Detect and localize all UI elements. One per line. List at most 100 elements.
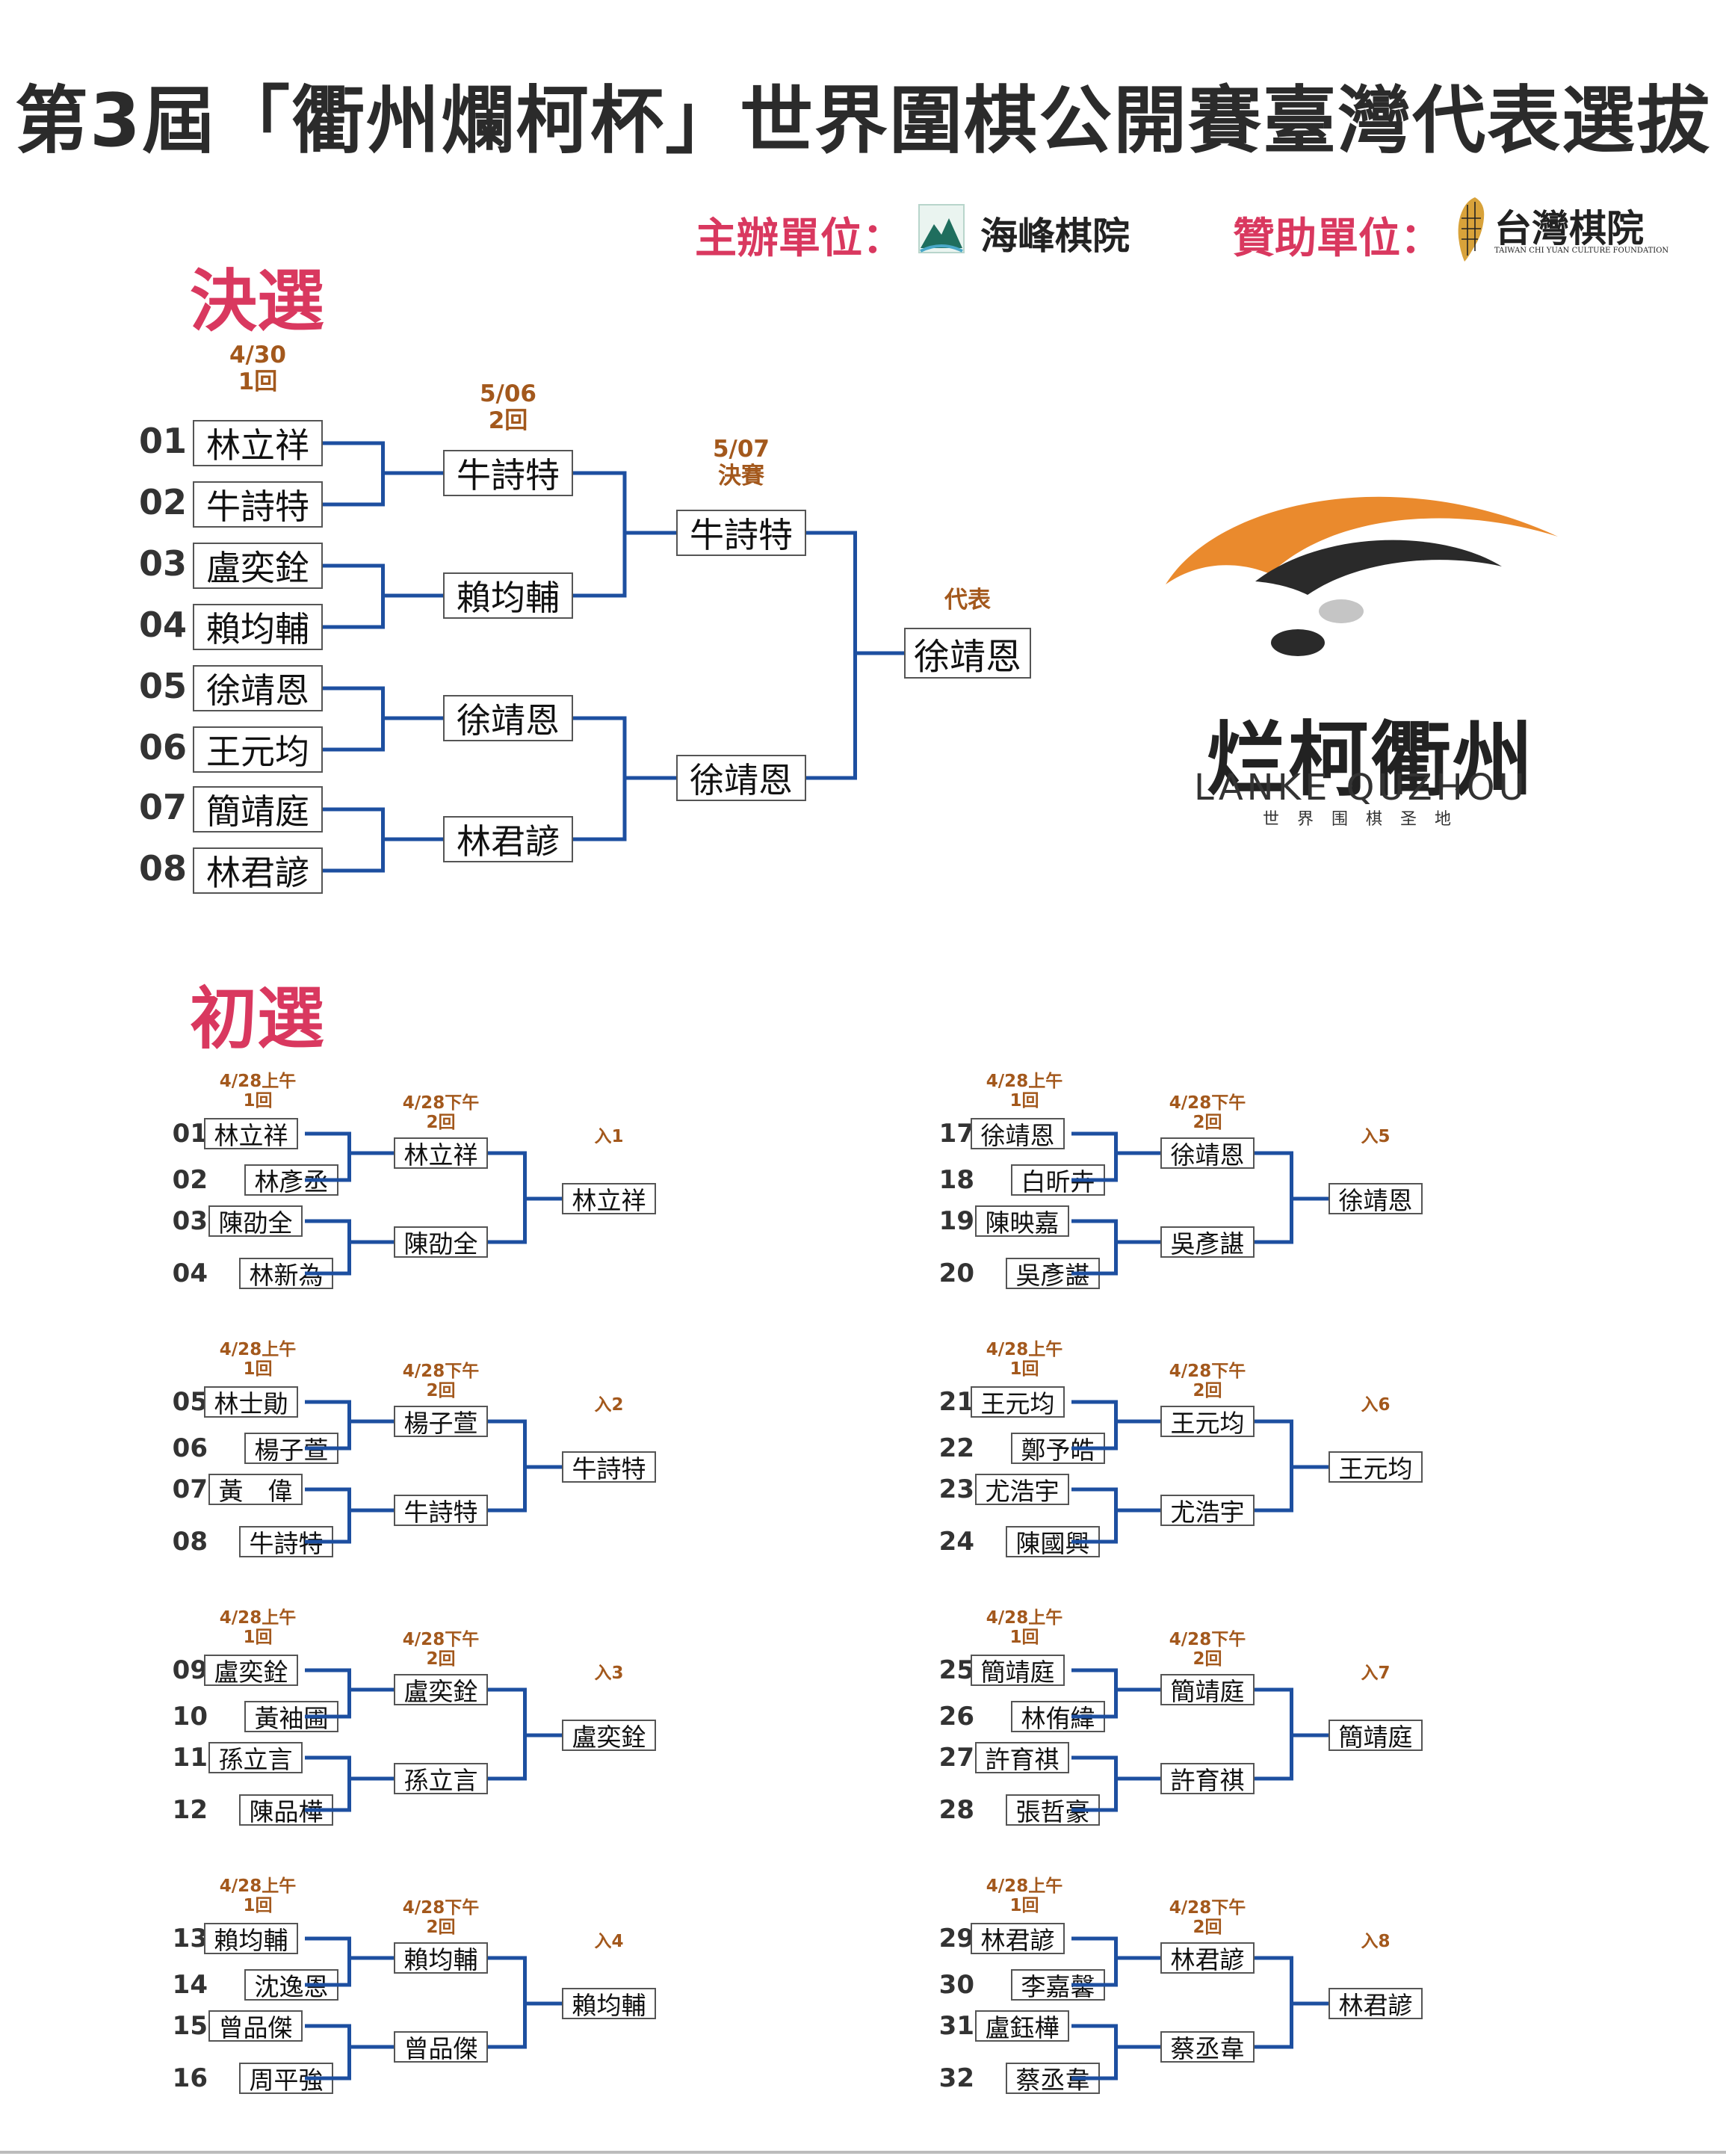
prelim-seed: 11 bbox=[172, 1743, 208, 1773]
prelim-seed: 01 bbox=[172, 1119, 208, 1149]
prelim-seed: 18 bbox=[938, 1165, 974, 1195]
prelim-seed: 10 bbox=[172, 1702, 208, 1732]
finals-seed: 08 bbox=[138, 848, 187, 889]
prelim-round2-name: 2回 bbox=[426, 1381, 456, 1401]
finals-seed: 06 bbox=[138, 727, 187, 767]
prelim-seed: 28 bbox=[938, 1795, 974, 1825]
prelim-qualifier: 牛詩特 bbox=[562, 1451, 656, 1483]
prelim-r1-player: 李嘉馨 bbox=[1011, 1969, 1105, 2001]
prelim-round1-name: 1回 bbox=[1009, 1896, 1039, 1916]
prelim-r1-player: 簡靖庭 bbox=[971, 1655, 1065, 1687]
prelim-r1-player: 陳國興 bbox=[1006, 1526, 1100, 1558]
prelim-seed: 32 bbox=[938, 2063, 974, 2093]
finals-semi-player: 徐靖恩 bbox=[676, 755, 806, 801]
prelim-round2-name: 2回 bbox=[426, 1649, 456, 1669]
finals-heading: 決選 bbox=[190, 262, 324, 341]
prelim-round1-date: 4/28上午 bbox=[219, 1608, 297, 1628]
finals-r1-player: 王元均 bbox=[193, 726, 323, 773]
prelim-seed: 19 bbox=[938, 1206, 974, 1236]
prelim-round2-date: 4/28下午 bbox=[402, 1362, 480, 1381]
prelim-r2-connector bbox=[1255, 1151, 1328, 1244]
prelim-seed: 31 bbox=[938, 2011, 974, 2041]
prelim-r1-player: 周平強 bbox=[239, 2063, 333, 2095]
finals-round-date: 5/06 bbox=[479, 380, 537, 407]
prelim-r1-player: 林立祥 bbox=[204, 1118, 298, 1150]
prelim-round1-name: 1回 bbox=[243, 1091, 273, 1111]
prelim-r2-connector bbox=[1255, 1956, 1328, 2049]
prelim-qualifier: 簡靖庭 bbox=[1328, 1720, 1423, 1752]
prelim-r1-player: 張哲豪 bbox=[1006, 1794, 1100, 1826]
prelim-round1-name: 1回 bbox=[1009, 1359, 1039, 1380]
prelim-qualifier: 王元均 bbox=[1328, 1451, 1423, 1483]
finals-winner: 徐靖恩 bbox=[904, 628, 1031, 679]
prelim-r2-player: 牛詩特 bbox=[394, 1495, 488, 1527]
prelim-round2-name: 2回 bbox=[1193, 1381, 1222, 1401]
prelim-round2-date: 4/28下午 bbox=[402, 1093, 480, 1113]
organizer-name: 海峰棋院 bbox=[980, 214, 1130, 258]
prelim-r1-player: 白昕卉 bbox=[1011, 1164, 1105, 1196]
prelim-seed: 12 bbox=[172, 1795, 208, 1825]
sponsor-name: 台灣棋院 bbox=[1494, 206, 1644, 250]
finals-round-name: 1回 bbox=[238, 368, 278, 395]
lanke-sub: 世界围棋圣地 bbox=[1263, 810, 1470, 829]
prelim-r1-player: 林君諺 bbox=[971, 1923, 1065, 1955]
prelim-r1-player: 牛詩特 bbox=[239, 1526, 333, 1558]
prelim-seed: 02 bbox=[172, 1165, 208, 1195]
sponsor-label: 贊助單位： bbox=[1233, 214, 1442, 263]
prelim-r2-player: 簡靖庭 bbox=[1160, 1674, 1255, 1706]
prelim-round1-name: 1回 bbox=[243, 1359, 273, 1380]
prelim-r1-player: 徐靖恩 bbox=[971, 1118, 1065, 1150]
prelim-r1-player: 盧鈺樺 bbox=[975, 2010, 1069, 2042]
prelim-r2-player: 楊子萱 bbox=[394, 1406, 488, 1438]
prelim-round1-date: 4/28上午 bbox=[986, 1072, 1063, 1091]
prelim-qualifier-label: 入1 bbox=[594, 1127, 624, 1146]
prelim-r1-player: 林侑緯 bbox=[1011, 1701, 1105, 1733]
finals-r1-player: 賴均輔 bbox=[193, 604, 323, 650]
prelim-r2-player: 曾品傑 bbox=[394, 2031, 488, 2063]
prelim-r1-player: 黃袖圃 bbox=[244, 1701, 338, 1733]
prelim-qualifier: 賴均輔 bbox=[562, 1988, 656, 2020]
prelim-seed: 27 bbox=[938, 1743, 974, 1773]
prelims-heading: 初選 bbox=[190, 980, 324, 1058]
bottom-divider bbox=[0, 2151, 1726, 2154]
prelim-r2-connector bbox=[1255, 1687, 1328, 1781]
prelim-round1-name: 1回 bbox=[1009, 1091, 1039, 1111]
finals-seed: 07 bbox=[138, 787, 187, 827]
prelim-r1-player: 鄭予皓 bbox=[1011, 1433, 1105, 1465]
prelim-qualifier: 徐靖恩 bbox=[1328, 1183, 1423, 1215]
prelim-round2-date: 4/28下午 bbox=[402, 1898, 480, 1918]
prelim-r2-player: 孫立言 bbox=[394, 1763, 488, 1795]
prelim-seed: 13 bbox=[172, 1924, 208, 1953]
prelim-r1-player: 沈逸恩 bbox=[244, 1969, 338, 2001]
finals-seed: 01 bbox=[138, 421, 187, 461]
prelim-seed: 15 bbox=[172, 2011, 208, 2041]
taiwan-map-icon bbox=[1454, 196, 1488, 263]
page-title: 第3屆「衢州爛柯杯」世界圍棋公開賽臺灣代表選拔 bbox=[14, 78, 1712, 164]
haifeng-logo-icon bbox=[918, 203, 965, 254]
prelim-r2-player: 徐靖恩 bbox=[1160, 1137, 1255, 1170]
prelim-round1-date: 4/28上午 bbox=[986, 1877, 1063, 1896]
prelim-r1-player: 林士勛 bbox=[204, 1386, 298, 1418]
prelim-r1-player: 陳品樺 bbox=[239, 1794, 333, 1826]
prelim-seed: 09 bbox=[172, 1655, 208, 1685]
prelim-r2-player: 王元均 bbox=[1160, 1406, 1255, 1438]
prelim-seed: 07 bbox=[172, 1474, 208, 1504]
prelim-round2-date: 4/28下午 bbox=[1169, 1362, 1246, 1381]
prelim-round1-date: 4/28上午 bbox=[219, 1072, 297, 1091]
finals-round-date: 4/30 bbox=[229, 342, 287, 368]
finals-final-connector bbox=[806, 531, 904, 780]
prelim-r2-connector bbox=[1255, 1419, 1328, 1513]
prelim-round1-date: 4/28上午 bbox=[219, 1877, 297, 1896]
lanke-quzhou-emblem-icon bbox=[1151, 448, 1569, 673]
